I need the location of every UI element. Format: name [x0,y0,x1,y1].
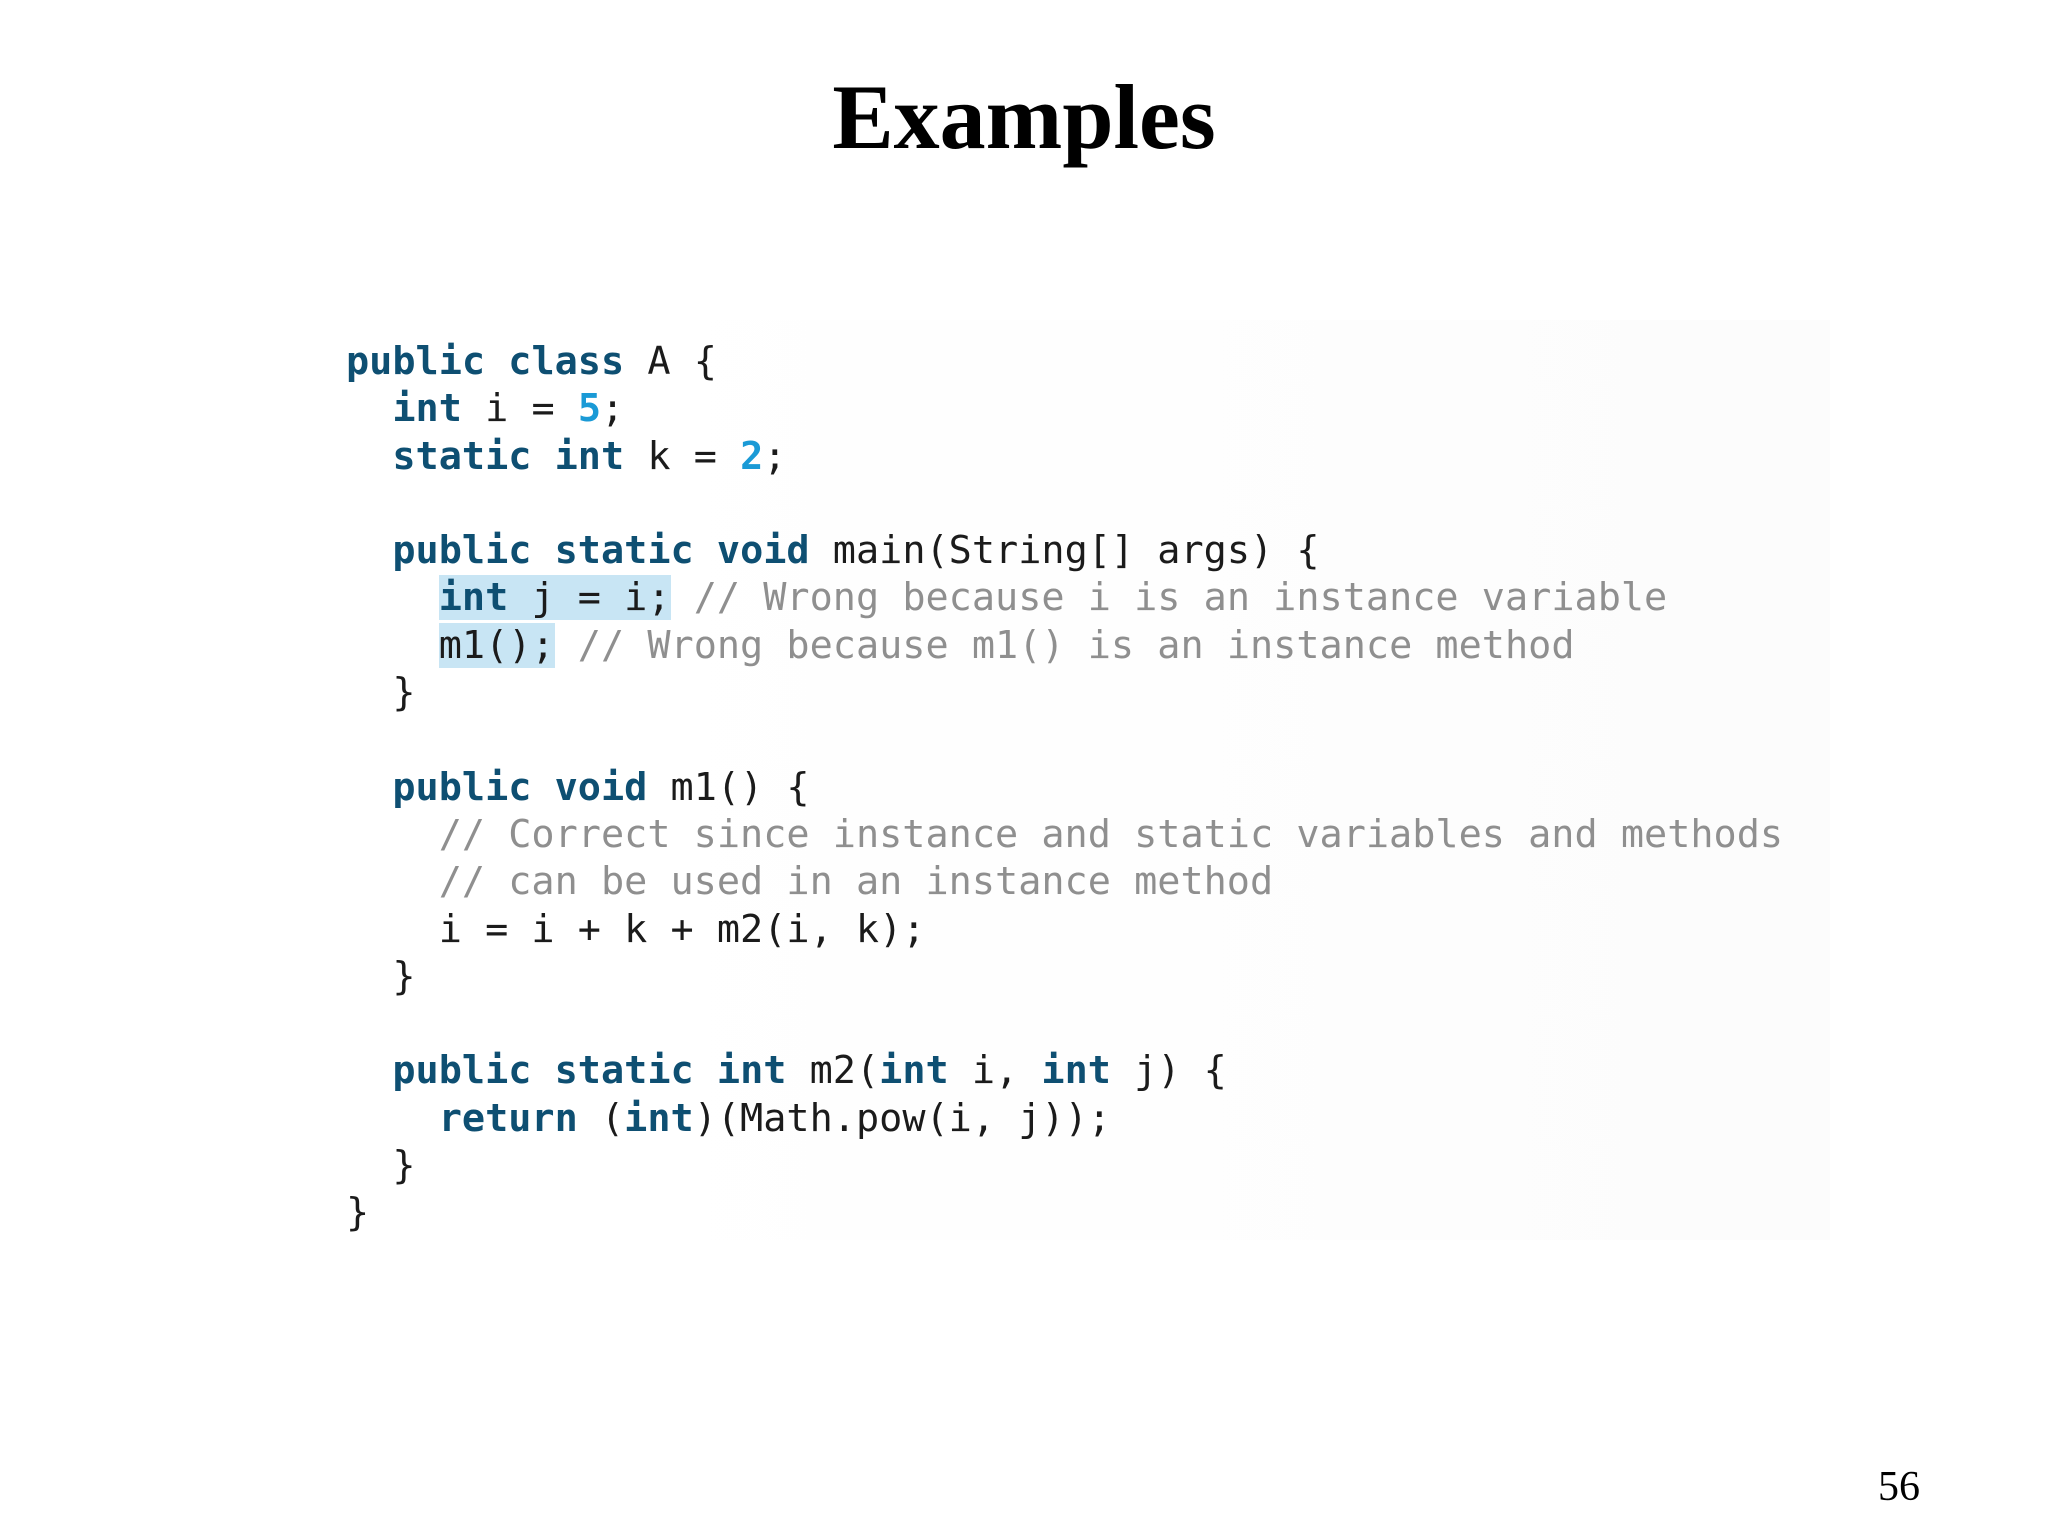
code-keyword: public [346,339,486,384]
code-keyword: class [508,339,625,384]
code-line-18: } [346,1143,416,1189]
code-line-2: int i = 5; [346,385,1783,432]
code-line-11: // Correct since instance and static var… [346,811,1783,858]
code-keyword: public [392,1048,532,1094]
code-line-6: int j = i; // Wrong because i is an inst… [346,574,1783,621]
code-text: A { [624,339,717,384]
code-line-12: // can be used in an instance method [346,858,1783,905]
code-line-1: public class A { [346,338,1783,385]
code-line-10: public void m1() { [346,764,1783,811]
page-number: 56 [1878,1464,1920,1510]
code-text: ; [763,433,787,479]
code-line-16: public static int m2(int i, int j) { [346,1047,1783,1094]
code-text: j = i; [508,575,671,621]
code-keyword: void [716,528,810,574]
code-text: k = [624,433,741,479]
code-indent [346,859,439,904]
code-keyword: int [392,386,462,432]
code-keyword: public [392,764,532,810]
code-keyword: int [1041,1048,1111,1094]
code-comment: // Wrong because m1() is an instance met… [554,622,1575,668]
code-line-4 [346,480,1783,527]
code-indent [346,812,439,857]
code-line-13: i = i + k + m2(i, k); [346,906,926,952]
code-text: m1() { [647,764,810,810]
code-line-15 [346,1000,1783,1047]
code-line-5: public static void main(String[] args) { [346,527,1783,574]
slide-title: Examples [832,66,1216,168]
code-indent [346,623,439,668]
code-keyword: int [438,575,509,621]
code-panel-background [300,320,1830,1240]
code-line-17: return (int)(Math.pow(i, j)); [346,1095,1783,1142]
code-line-19: } [346,1190,370,1236]
code-keyword: static [554,1048,694,1094]
code-keyword: int [554,433,625,479]
code-keyword: public [392,528,532,574]
code-line-7: m1(); // Wrong because m1() is an instan… [346,622,1783,669]
code-keyword: return [438,1095,578,1141]
code-comment: // Correct since instance and static var… [438,811,1784,857]
code-comment: // can be used in an instance method [438,859,1274,905]
code-comment: // Wrong because i is an instance variab… [670,575,1668,621]
code-indent [346,765,392,810]
code-text: i, [948,1048,1042,1094]
code-text: ; [601,386,625,432]
code-number: 2 [740,433,764,479]
code-highlight: m1(); [438,622,555,668]
code-indent [346,575,439,620]
code-text: main(String[] args) { [809,528,1320,574]
code-keyword: int [624,1095,694,1141]
code-indent [346,1048,392,1093]
code-number: 5 [577,386,601,432]
code-keyword: int [879,1048,949,1094]
code-line-8: } [346,670,416,716]
code-line-9 [346,716,1783,763]
code-text: i = [461,386,578,432]
code-line-3: static int k = 2; [346,433,1783,480]
code-text: ( [577,1095,625,1141]
code-indent [346,386,392,431]
code-text: j) { [1110,1048,1227,1094]
code-listing: public class A { int i = 5; static int k… [346,338,1783,1237]
code-keyword: static [392,433,532,479]
code-line-14: } [346,953,416,999]
code-indent [346,528,392,573]
code-text: )(Math.pow(i, j)); [693,1095,1111,1141]
code-keyword: static [554,528,694,574]
code-keyword: int [716,1048,787,1094]
code-indent [346,434,392,479]
code-keyword: void [554,764,648,810]
code-text: m2( [786,1048,880,1094]
code-highlight: int j = i; [438,575,671,621]
code-indent [346,1096,439,1141]
